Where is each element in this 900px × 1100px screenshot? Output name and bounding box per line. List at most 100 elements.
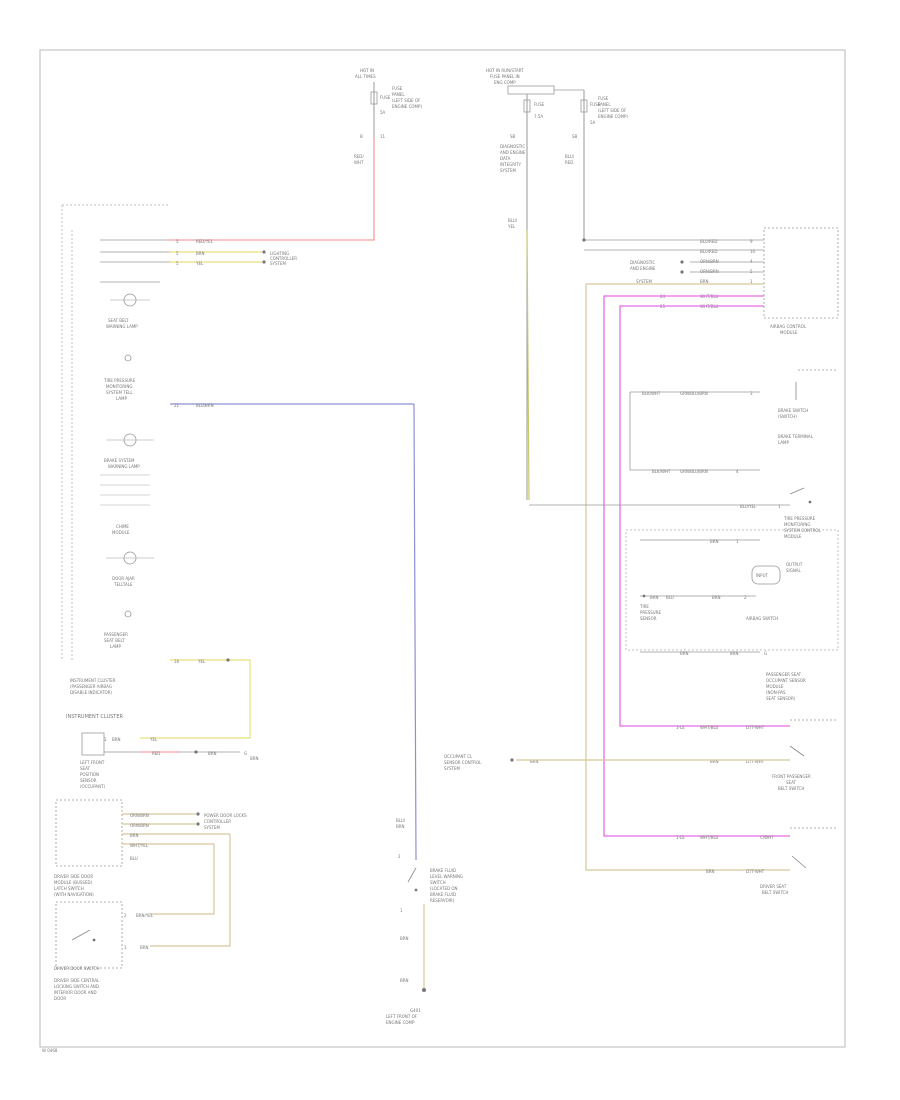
svg-text:HOT IN RUN/START: HOT IN RUN/START — [486, 68, 524, 73]
svg-text:SYSTEM: SYSTEM — [500, 168, 516, 173]
svg-text:RED/: RED/ — [354, 154, 364, 159]
seat-belt-telltale: PASSENGER SEAT BELT LAMP — [104, 610, 132, 649]
instrument-cluster-box — [61, 204, 170, 660]
svg-text:BLU: BLU — [666, 595, 674, 600]
svg-text:SENSOR: SENSOR — [80, 778, 97, 783]
svg-text:BRN: BRN — [196, 251, 205, 256]
svg-text:MODULE: MODULE — [112, 530, 130, 535]
svg-text:9: 9 — [750, 239, 753, 244]
svg-text:7.5A: 7.5A — [534, 114, 543, 119]
svg-text:G: G — [244, 751, 247, 756]
svg-text:2: 2 — [124, 913, 127, 918]
wire-tan-door-2 — [150, 834, 231, 947]
svg-text:BELT SWITCH: BELT SWITCH — [778, 786, 804, 791]
svg-text:5A: 5A — [380, 110, 386, 115]
svg-text:LAMP: LAMP — [116, 396, 128, 401]
svg-text:MONITORING: MONITORING — [106, 384, 132, 389]
svg-text:21: 21 — [174, 403, 180, 408]
svg-text:WARNING LAMP: WARNING LAMP — [108, 464, 140, 469]
svg-text:(WITH NAVIGATION): (WITH NAVIGATION) — [54, 892, 94, 897]
svg-text:BLK/WHT: BLK/WHT — [642, 391, 661, 396]
svg-text:FUSE: FUSE — [380, 95, 391, 100]
svg-text:BRN: BRN — [680, 651, 689, 656]
svg-text:TIRE: TIRE — [639, 604, 649, 609]
svg-text:OUTPUT: OUTPUT — [786, 562, 803, 567]
svg-text:POWER DOOR LOCKS: POWER DOOR LOCKS — [204, 813, 247, 818]
svg-text:LAMP: LAMP — [110, 644, 122, 649]
wire-yellow-lower-loop — [140, 659, 251, 739]
svg-text:SYSTEM CONTROL: SYSTEM CONTROL — [784, 528, 822, 533]
svg-text:BLU: BLU — [130, 856, 138, 861]
svg-text:ORN/BRN: ORN/BRN — [130, 813, 149, 818]
left-front-impact-sensor: 1 BRN YEL LEFT FRONT SEAT POSITION SENSO… — [80, 732, 158, 789]
svg-text:BLK/WHT: BLK/WHT — [652, 469, 671, 474]
svg-text:YEL: YEL — [507, 224, 516, 229]
svg-text:5: 5 — [176, 251, 179, 256]
svg-text:BRN: BRN — [730, 651, 739, 656]
svg-text:BRAKE FLUID: BRAKE FLUID — [430, 892, 456, 897]
svg-text:DIAGNOSTIC: DIAGNOSTIC — [630, 260, 655, 265]
svg-text:TIRE PRESSURE: TIRE PRESSURE — [783, 516, 816, 521]
svg-text:LATCH SWITCH: LATCH SWITCH — [54, 886, 84, 891]
svg-text:(PASSENGER AIRBAG: (PASSENGER AIRBAG — [70, 684, 112, 689]
svg-text:ENGINE COMP: ENGINE COMP — [386, 1020, 415, 1025]
svg-text:BRN: BRN — [700, 279, 709, 284]
svg-text:BRN: BRN — [712, 595, 721, 600]
wire-magenta-1 — [603, 295, 790, 837]
svg-text:BRAKE SWITCH: BRAKE SWITCH — [778, 408, 808, 413]
svg-text:AIRBAG SWITCH: AIRBAG SWITCH — [746, 616, 778, 621]
svg-text:SENSOR: SENSOR — [640, 616, 657, 621]
svg-text:BLU/: BLU/ — [508, 218, 518, 223]
svg-text:LT/T-WHT: LT/T-WHT — [746, 725, 765, 730]
svg-text:RESERVOIR): RESERVOIR) — [430, 898, 455, 903]
svg-text:GRN/BLU/BRN: GRN/BLU/BRN — [680, 391, 708, 396]
driver-seat-belt-switch: 1-LE WHT/BLU C/WHT BRN LT/T-WHT DRIVER S… — [676, 827, 838, 895]
svg-text:BRAKE SYSTEM: BRAKE SYSTEM — [104, 458, 135, 463]
svg-text:1: 1 — [750, 279, 753, 284]
svg-text:PANEL: PANEL — [392, 92, 405, 97]
svg-text:BLU/: BLU/ — [565, 154, 575, 159]
svg-text:BRN: BRN — [250, 756, 259, 761]
svg-text:SIGNAL: SIGNAL — [786, 568, 802, 573]
svg-text:FUSE: FUSE — [534, 102, 545, 107]
svg-text:WHT/BLU: WHT/BLU — [700, 725, 719, 730]
svg-text:SEAT: SEAT — [786, 780, 796, 785]
svg-text:WARNING LAMP: WARNING LAMP — [106, 324, 138, 329]
svg-text:SYSTEM: SYSTEM — [636, 279, 652, 284]
svg-text:SEAT: SEAT — [80, 766, 90, 771]
svg-text:WHT/BLU: WHT/BLU — [700, 835, 719, 840]
svg-text:BLU/RED: BLU/RED — [700, 249, 717, 254]
svg-text:DOOR AJAR: DOOR AJAR — [112, 576, 135, 581]
svg-text:ORN/BRN: ORN/BRN — [130, 823, 149, 828]
wire-magenta-2 — [619, 305, 790, 727]
svg-text:BLU/BRN: BLU/BRN — [196, 403, 214, 408]
svg-text:DATA: DATA — [500, 156, 511, 161]
svg-text:AND ENGINE: AND ENGINE — [630, 266, 656, 271]
svg-text:DOOR: DOOR — [54, 996, 66, 1001]
svg-text:AND ENGINE: AND ENGINE — [500, 150, 526, 155]
svg-text:CHIME: CHIME — [116, 524, 129, 529]
svg-text:HOT IN: HOT IN — [360, 68, 374, 73]
svg-text:MONITORING: MONITORING — [784, 522, 810, 527]
svg-text:(OCCUPANT): (OCCUPANT) — [80, 784, 106, 789]
svg-text:5: 5 — [176, 261, 179, 266]
svg-text:ORN/BRN: ORN/BRN — [700, 259, 719, 264]
door-ajar-lamp: DOOR AJAR TELLTALE — [106, 551, 154, 587]
svg-text:INSTRUMENT CLUSTER: INSTRUMENT CLUSTER — [70, 678, 116, 683]
wire-olive — [526, 229, 530, 501]
svg-text:TIRE PRESSURE: TIRE PRESSURE — [103, 378, 136, 383]
svg-text:BLU/RED: BLU/RED — [700, 239, 717, 244]
svg-text:BRN: BRN — [396, 824, 405, 829]
svg-text:SYSTEM TELL: SYSTEM TELL — [106, 390, 133, 395]
svg-text:PASSENGER: PASSENGER — [104, 632, 128, 637]
svg-text:SB: SB — [510, 134, 516, 139]
svg-text:SYSTEM: SYSTEM — [444, 766, 460, 771]
svg-text:1: 1 — [104, 737, 107, 742]
svg-text:BRN: BRN — [710, 759, 719, 764]
svg-text:16: 16 — [174, 659, 180, 664]
svg-text:SYSTEM: SYSTEM — [204, 825, 220, 830]
svg-text:BRN: BRN — [650, 595, 659, 600]
